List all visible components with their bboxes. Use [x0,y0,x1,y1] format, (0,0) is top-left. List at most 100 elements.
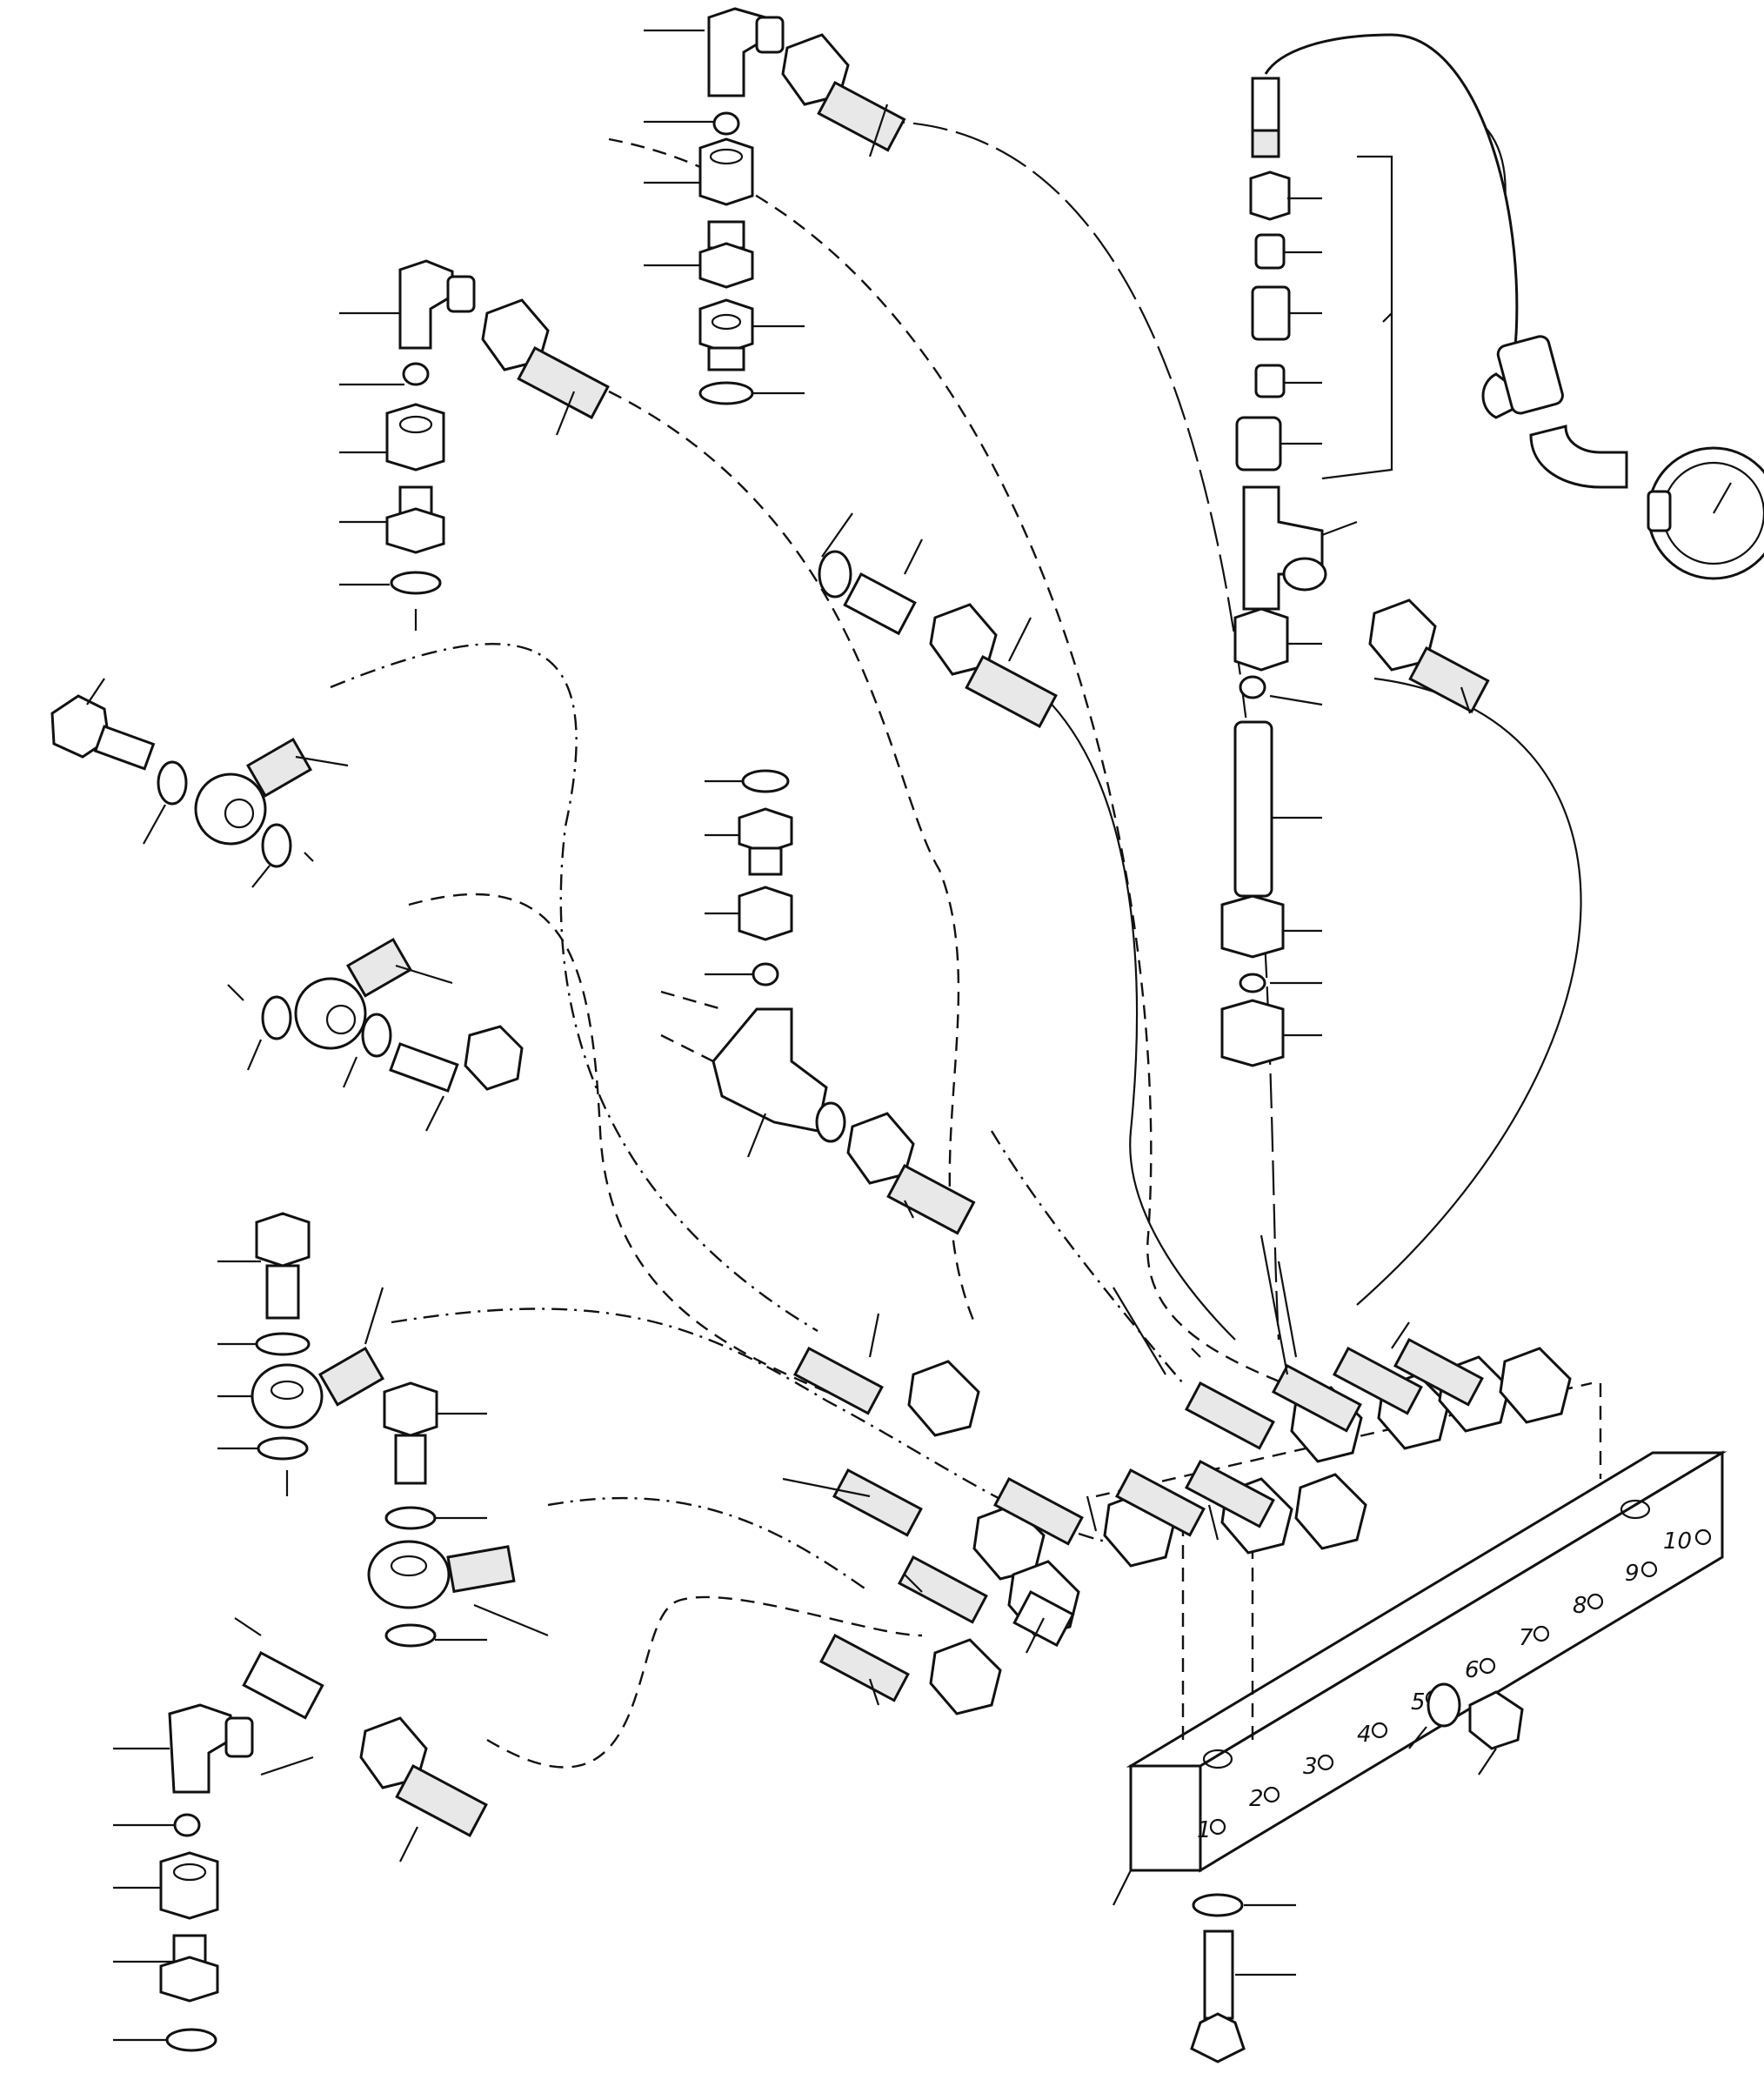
port-number-5: 5 [1411,1689,1426,1715]
manifold-port-hole [1587,1593,1604,1610]
manifold-port-hole [1533,1625,1550,1642]
olive [712,111,740,136]
hose-ferrule [965,654,1058,728]
lower-left-fitting-stack [113,1617,488,2052]
hose-end [1393,1337,1572,1424]
union [1251,285,1291,341]
hose-routes [330,90,1582,1769]
banjo-bolt [389,1042,459,1093]
banjo-eye [251,1363,324,1429]
manifold-port-hole [1209,1818,1226,1836]
hose-end [793,1346,980,1437]
nut [1220,894,1285,959]
manifold-hose-ends [782,1234,1572,1715]
hose-route [486,1595,923,1769]
hose-route [1356,677,1582,1306]
nut [1220,999,1285,1067]
tube [1233,720,1273,898]
port-number-8: 8 [1573,1593,1587,1619]
plug [1468,1690,1524,1750]
nut [698,298,754,354]
hose-ferrule [517,345,610,419]
hose-ferrule [317,1346,385,1407]
olive [402,362,430,386]
banjo-bolt [265,1264,300,1320]
banjo-bolt-head [464,1025,524,1091]
banjo-assembly-lower-left [217,1212,385,1496]
manifold-port-hole [1371,1722,1388,1739]
adapter [242,1650,324,1720]
nut [1235,416,1282,471]
banjo-bolt [93,725,156,771]
manifold-port-hole [1317,1754,1334,1771]
banjo-eye [294,977,367,1050]
olive [1239,675,1266,699]
washer [157,760,188,806]
nut [1249,171,1291,221]
bolt-head [1190,2012,1246,2063]
manifold-fasteners [1012,1589,1524,2063]
washer [257,1436,309,1461]
hose-route [547,1496,871,1593]
washer [818,550,852,599]
banjo-bolt [394,1434,427,1485]
nut [738,886,793,941]
gauge-hose-nut [1496,335,1564,415]
olive [173,1813,201,1837]
hose-ferrule [345,937,413,998]
banjo-bolt-head [255,1212,311,1267]
hose-end [1185,1459,1367,1550]
washer [741,769,790,793]
nut [159,1851,219,1920]
hose-route [990,1130,1184,1384]
hose-route [608,390,976,1323]
banjo-bolt-head [383,1381,438,1437]
tee-fitting [712,1007,828,1133]
mounting-bolt [1203,1929,1234,2020]
tee-fitting [1242,485,1324,611]
washer [261,995,292,1040]
washer [1192,1893,1244,1917]
elbow-fitting [707,7,767,97]
washer [255,1332,311,1356]
port-number-4: 4 [1357,1722,1372,1748]
hose-end [832,1468,1046,1581]
washer [384,1506,437,1530]
nut [698,137,754,206]
hose-ferrule [817,80,906,152]
hose-ferrule [1408,645,1490,713]
port-number-6: 6 [1465,1657,1480,1683]
port-number-1: 1 [1197,1817,1212,1843]
nut [385,403,445,471]
port-number-3: 3 [1303,1754,1318,1780]
manifold-port-hole [1479,1657,1496,1675]
olive [1239,973,1266,993]
elbow-fitting [168,1703,232,1794]
nut [1233,607,1289,672]
hose-route [869,120,1280,1341]
top-center-fitting-stack [644,7,906,405]
hose-ferrule [446,1545,516,1594]
hose-route [330,643,819,1333]
banjo-eye [194,772,267,846]
manifold-port-hole [1694,1528,1712,1546]
hose-end [819,1633,1002,1715]
gauge-needle-icon [1713,482,1732,514]
washer [698,381,754,405]
olive [752,962,779,986]
port-number-2: 2 [1249,1786,1264,1812]
manifold-port-hole [1263,1786,1280,1803]
washer [1427,1682,1461,1728]
elbow-fitting [398,259,454,350]
hose-route [408,893,871,1411]
port-number-7: 7 [1519,1625,1533,1651]
hose-ferrule [395,1763,488,1837]
washer [261,823,292,868]
banjo-assembly-middle [227,937,524,1132]
hose-ferrule [886,1163,976,1235]
manifold-port-numbers: 1 2 3 4 5 6 7 8 9 10 [1197,1528,1692,1843]
banjo-assembly-upper [50,678,349,888]
hose-route [391,1307,1149,1550]
banjo-assembly-lower-middle [367,1381,549,1648]
